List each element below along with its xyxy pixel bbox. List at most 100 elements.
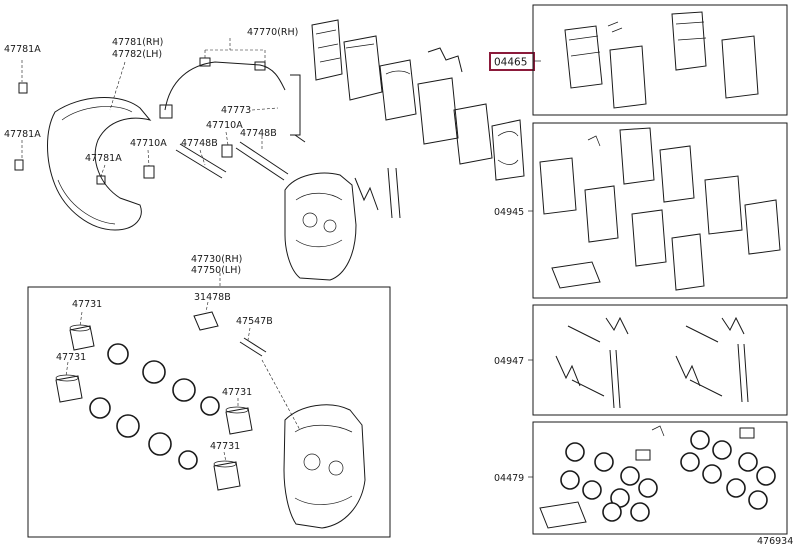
piston-seal[interactable] [630,502,650,522]
piston-seal[interactable] [116,414,140,438]
label-47731[interactable]: 47731 [210,441,240,452]
label-47773[interactable]: 47773 [221,105,251,116]
kit-spring[interactable] [721,316,745,335]
anti-rattle-spring[interactable] [354,177,379,211]
piston-seal[interactable] [638,478,658,498]
piston-seal[interactable] [712,440,732,460]
dust-shield[interactable] [47,97,152,231]
piston-seal[interactable] [680,452,700,472]
bolt-47781A[interactable] [14,159,24,171]
pad-spring[interactable] [427,47,463,73]
piston-seal[interactable] [148,432,172,456]
piston-seal[interactable] [620,466,640,486]
brake-pad[interactable] [453,103,493,165]
label-47731[interactable]: 47731 [222,387,252,398]
shim-plate[interactable] [704,175,743,235]
piston-seal[interactable] [142,360,166,384]
bolt-47748B[interactable] [175,143,227,179]
label-47781A[interactable]: 47781A [4,129,41,140]
piston-seal[interactable] [690,430,710,450]
label-47770-rh[interactable]: 47770(RH) [247,27,298,38]
caliper-assembly-47730[interactable] [284,172,357,281]
brake-pad[interactable] [417,77,459,145]
shim-plate[interactable] [631,209,667,267]
label-47782-lh[interactable]: 47782(LH) [112,49,162,60]
label-47781A[interactable]: 47781A [85,153,122,164]
kit-pin[interactable] [567,325,605,397]
label-47710A[interactable]: 47710A [206,120,243,131]
label-31478B[interactable]: 31478B [194,292,231,303]
piston-seal[interactable] [738,452,758,472]
kit-pin[interactable] [685,325,723,397]
part-number-04479[interactable]: 04479 [494,473,524,484]
label-47547B[interactable]: 47547B [236,316,273,327]
grease-packet[interactable] [539,501,587,529]
piston-seal[interactable] [602,502,622,522]
label-47748B[interactable]: 47748B [181,138,218,149]
part-number-04947[interactable]: 04947 [494,356,524,367]
clip-47773[interactable] [290,74,301,136]
label-04465-group[interactable]: 04465 [489,52,541,71]
shim-plate[interactable] [619,127,655,185]
piston-47731[interactable] [213,461,241,491]
kit-pad[interactable] [564,25,603,89]
boot-cap[interactable] [739,427,755,439]
shim-plate[interactable] [671,233,705,291]
caliper-detail [294,424,353,505]
piston-seal[interactable] [89,397,111,419]
piston-seal[interactable] [200,396,220,416]
piston-seal[interactable] [756,466,776,486]
piston-seal[interactable] [702,464,722,484]
bolt-47748B[interactable] [235,141,289,181]
shim-plate[interactable] [744,199,781,255]
bleeder-cap-31478B[interactable] [193,311,219,331]
grease-packet[interactable] [551,261,601,289]
kit-pad[interactable] [721,35,759,99]
piston-seal[interactable] [726,478,746,498]
piston-seal[interactable] [582,480,602,500]
piston-seal[interactable] [748,490,768,510]
piston-47731[interactable] [55,375,83,403]
brake-pad[interactable] [343,35,383,101]
kit-spring[interactable] [675,355,701,387]
piston-seal[interactable] [565,442,585,462]
wear-sensor-wire[interactable] [164,61,286,111]
pad-pin[interactable] [387,167,401,219]
kit-spring[interactable] [605,316,629,335]
plug-47710A[interactable] [221,144,233,158]
piston-47731[interactable] [69,325,95,351]
shim-plate[interactable] [659,145,695,203]
label-47710A[interactable]: 47710A [130,138,167,149]
piston-seal[interactable] [107,343,129,365]
brake-pad[interactable] [491,119,525,181]
shim-plate[interactable] [539,157,577,215]
shim-plate[interactable] [584,185,619,243]
part-number-04465[interactable]: 04465 [494,57,527,69]
label-47781-rh[interactable]: 47781(RH) [112,37,163,48]
brake-pad[interactable] [379,59,417,121]
label-47731[interactable]: 47731 [72,299,102,310]
label-47750-lh[interactable]: 47750(LH) [191,265,241,276]
kit-pad[interactable] [609,45,647,109]
piston-47731[interactable] [225,407,253,435]
label-47781A[interactable]: 47781A [4,44,41,55]
piston-seal[interactable] [594,452,614,472]
boot-cap[interactable] [635,449,651,461]
kit-pin[interactable] [609,349,621,409]
part-number-04945[interactable]: 04945 [494,207,524,218]
label-47748B[interactable]: 47748B [240,128,277,139]
highlight-box-04465[interactable] [489,52,535,71]
piston-seal[interactable] [178,450,198,470]
caliper-body[interactable] [283,404,366,529]
brake-pad[interactable] [311,19,343,81]
kit-spring[interactable] [555,355,581,387]
plug-47710A[interactable] [143,165,155,179]
label-47731[interactable]: 47731 [56,352,86,363]
piston-seal[interactable] [172,378,196,402]
bolt-47781A[interactable] [18,82,28,94]
label-47730-rh[interactable]: 47730(RH) [191,254,242,265]
kit-pad[interactable] [671,11,707,71]
kit-pin[interactable] [737,343,749,403]
bleeder-screw-47547B[interactable] [239,337,267,357]
piston-seal[interactable] [560,470,580,490]
